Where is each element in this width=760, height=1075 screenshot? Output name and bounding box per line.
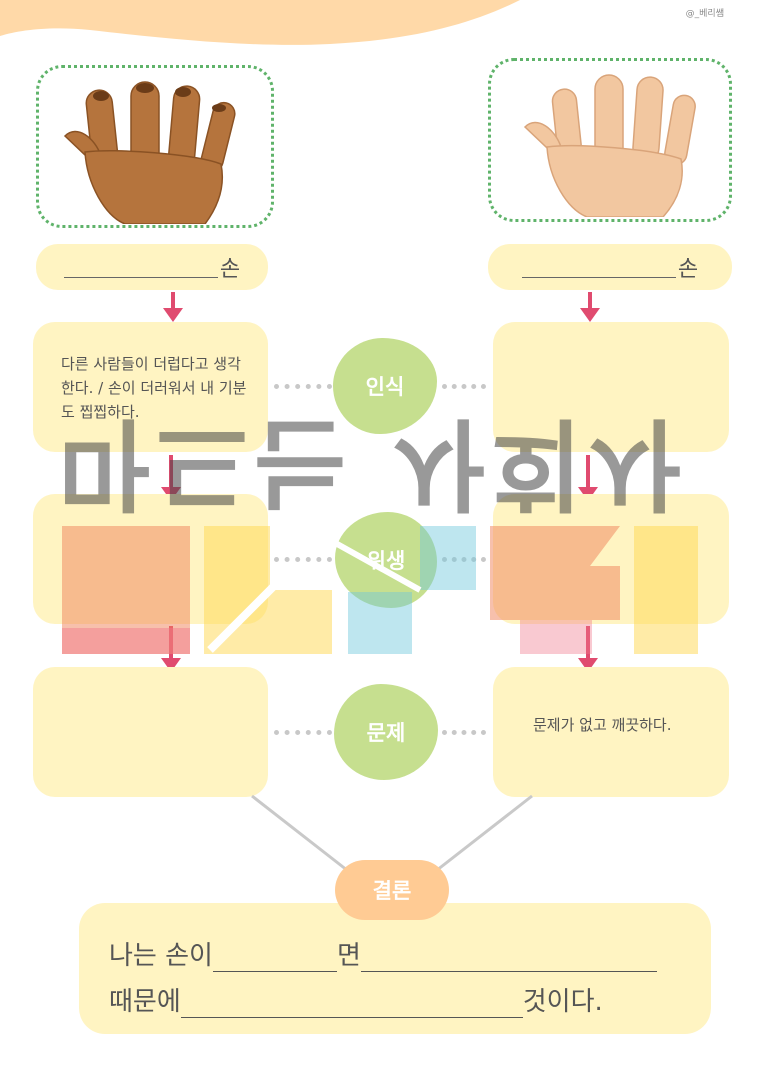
right-hygiene-box[interactable] — [493, 494, 729, 624]
right-hand-photo-frame — [488, 58, 732, 222]
left-arrow-3 — [161, 626, 181, 672]
row3-connector-right — [442, 730, 486, 735]
left-recognition-box[interactable]: 다른 사람들이 더럽다고 생각한다. / 손이 더러워서 내 기분도 찝찝하다. — [33, 322, 268, 452]
conclusion-label: 결론 — [372, 879, 412, 903]
conclusion-blank-1[interactable] — [212, 947, 337, 972]
row3-connector-left — [274, 730, 332, 735]
left-arrow-1 — [163, 292, 183, 322]
right-arrow-3 — [578, 626, 598, 672]
right-recognition-box[interactable] — [493, 322, 729, 452]
conclusion-blank-2[interactable] — [360, 947, 657, 972]
left-hand-label-blank[interactable] — [63, 257, 218, 278]
top-wave-decoration — [0, 0, 520, 45]
conclusion-blank-3[interactable] — [180, 993, 523, 1018]
conclusion-line-1: 나는 손이 면 — [109, 935, 657, 972]
problem-label: 문제 — [366, 721, 406, 745]
row1-connector-right — [442, 384, 486, 389]
right-arrow-1 — [580, 292, 600, 322]
right-hand-label: 손 — [488, 244, 732, 290]
right-problem-text: 문제가 없고 깨끗하다. — [533, 716, 672, 734]
hygiene-label: 위생 — [366, 549, 406, 573]
left-hygiene-box[interactable] — [33, 494, 268, 624]
conclusion-pill: 결론 — [335, 860, 449, 920]
conclusion-box[interactable]: 나는 손이 면 때문에 것이다. — [79, 903, 711, 1034]
row2-connector-left — [274, 557, 332, 562]
author-credit: @_베리쌤 — [685, 9, 724, 19]
dirty-hand-image — [63, 81, 236, 224]
left-problem-box[interactable] — [33, 667, 268, 797]
conclusion-line-2: 때문에 것이다. — [109, 981, 603, 1018]
left-hand-label-suffix: 손 — [219, 257, 241, 282]
conclusion-line1-mid: 면 — [336, 941, 361, 971]
problem-blob: 문제 — [334, 684, 438, 780]
left-hand-label: 손 — [36, 244, 268, 290]
recognition-blob: 인식 — [333, 338, 437, 434]
row2-connector-right — [442, 557, 486, 562]
conclusion-line2-start: 때문에 — [109, 987, 181, 1017]
left-recognition-text: 다른 사람들이 더럽다고 생각한다. / 손이 더러워서 내 기분도 찝찝하다. — [61, 355, 247, 421]
conclusion-line2-end: 것이다. — [522, 987, 603, 1017]
conclusion-connector-lines — [251, 794, 533, 876]
left-hand-photo-frame — [36, 65, 274, 228]
right-hand-label-blank[interactable] — [521, 257, 676, 278]
hygiene-blob: 위생 — [335, 512, 437, 608]
right-hand-label-suffix: 손 — [677, 257, 699, 282]
row1-connector-left — [274, 384, 332, 389]
conclusion-line1-start: 나는 손이 — [109, 941, 213, 971]
right-problem-box[interactable]: 문제가 없고 깨끗하다. — [493, 667, 729, 797]
recognition-label: 인식 — [365, 375, 405, 399]
clean-hand-image — [523, 74, 696, 217]
